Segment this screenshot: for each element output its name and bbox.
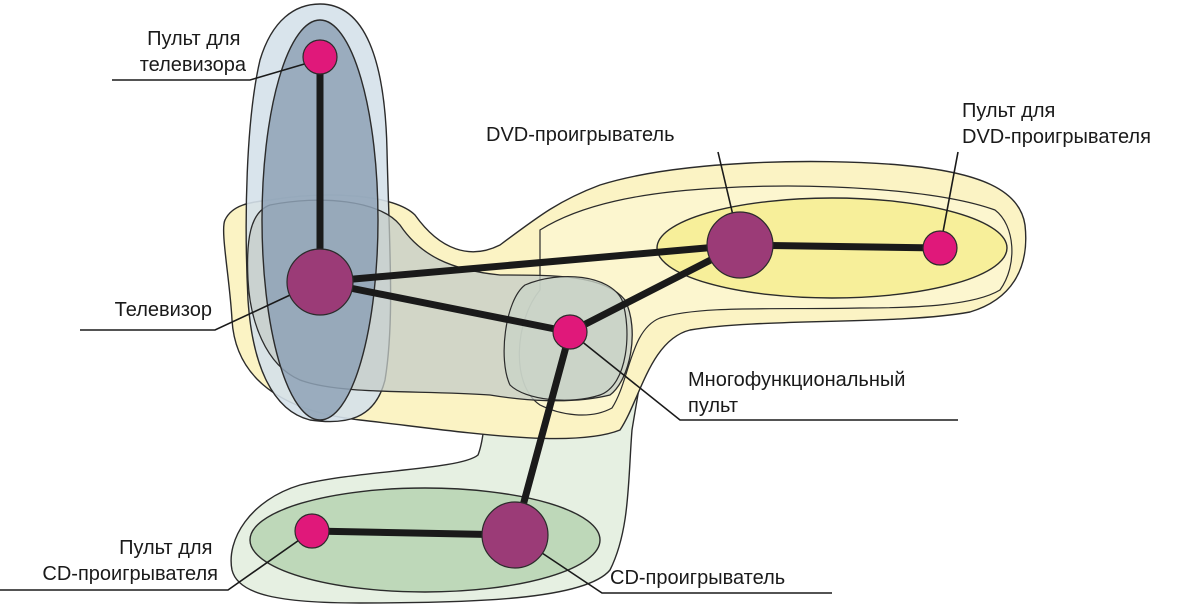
leader-multi-remote [569,331,958,421]
label-multi-remote: Многофункциональный пульт [688,369,911,417]
node-cd-player [481,501,549,569]
label-cd-player: CD-проигрыватель [610,567,785,589]
node-cd-remote [294,513,330,549]
leader-cd-player [514,534,832,594]
node-tv-remote [302,39,338,75]
edge-multi-cd [511,328,574,539]
label-dvd-remote: Пульт для DVD-проигрывателя [962,100,1151,148]
leader-cd-remote [0,530,313,591]
node-tv [286,248,354,316]
label-dvd-player: DVD-проигрыватель [486,124,675,146]
label-tv-remote: Пульт для телевизора [140,28,247,76]
leader-tv-remote [112,59,319,81]
node-dvd-player [706,211,774,279]
edge-tv-multi [316,278,574,336]
leader-tv [80,281,319,331]
edge-cdremote-cd [308,527,519,539]
labels: Пульт для телевизора Телевизор DVD-проиг… [42,28,1150,589]
node-multi-remote [552,314,588,350]
nodes [286,39,958,569]
leader-lines [0,59,959,594]
label-cd-remote: Пульт для CD-проигрывателя [42,537,218,585]
node-dvd-remote [922,230,958,266]
edge-tv-dvd [316,241,744,286]
label-tv: Телевизор [115,299,212,321]
